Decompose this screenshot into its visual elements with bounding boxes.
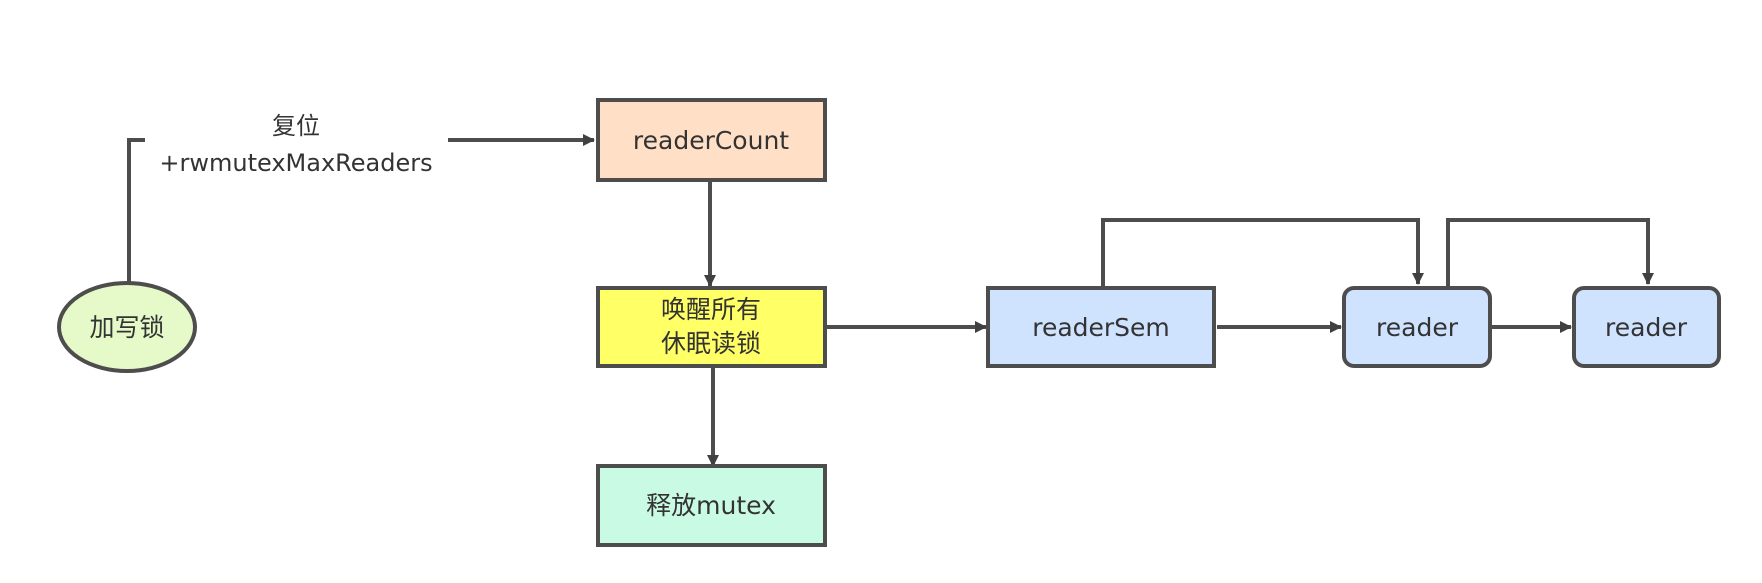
edge-readersem-to-reader1-loop <box>1101 218 1424 287</box>
edge-start-to-readercount-line <box>127 138 145 285</box>
reader-node-2-shape <box>1572 286 1721 368</box>
start-node-label: 加写锁 <box>89 313 164 342</box>
edge-label-max-readers: +rwmutexMaxReaders <box>159 149 432 177</box>
edge-label-reset: 复位 <box>272 112 320 140</box>
readercount-node-label: readerCount <box>633 126 789 155</box>
release-mutex-node-label: 释放mutex <box>646 491 776 520</box>
start-node-shape <box>57 281 197 373</box>
reader-node-2-label: reader <box>1605 313 1688 342</box>
wake-readers-node-label-line1: 唤醒所有 <box>661 295 761 324</box>
reader-node-1-shape <box>1342 286 1492 368</box>
wake-readers-node-label-line2: 休眠读锁 <box>661 329 761 358</box>
readercount-node-shape <box>596 98 827 182</box>
readersem-node-label: readerSem <box>1032 313 1170 342</box>
release-mutex-node-shape <box>596 464 827 547</box>
edge-reader1-to-reader2-loop <box>1446 218 1654 287</box>
wake-readers-node-shape <box>596 286 827 368</box>
reader-node-1-label: reader <box>1376 313 1459 342</box>
readersem-node-shape <box>986 286 1216 368</box>
